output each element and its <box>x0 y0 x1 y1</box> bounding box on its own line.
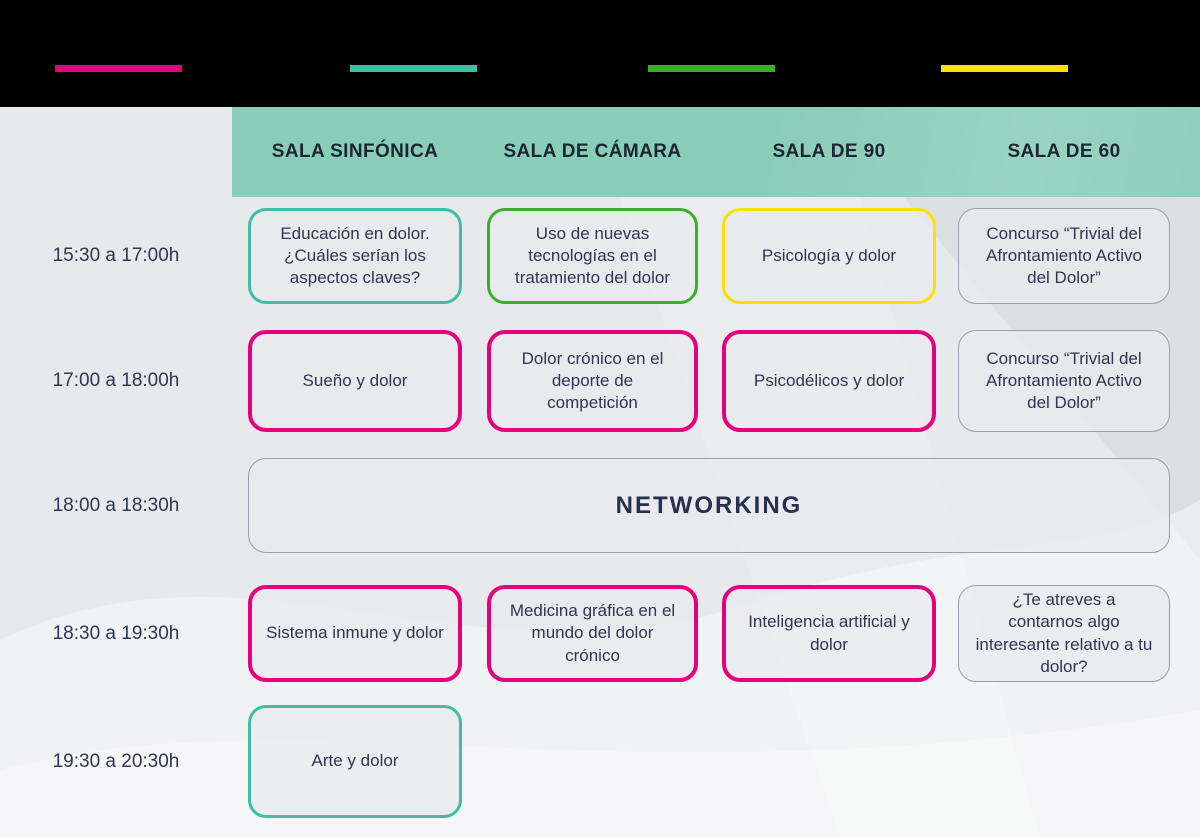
schedule-cell-dolor-cronico-deporte: Dolor crónico en el deporte de competici… <box>487 330 698 432</box>
legend-line-pink <box>55 65 182 72</box>
column-header-sala-de-camara: SALA DE CÁMARA <box>503 141 682 162</box>
time-slot-label: 18:30 a 19:30h <box>52 622 180 644</box>
time-slot-label: 15:30 a 17:00h <box>52 245 180 266</box>
time-slot-label: 18:00 a 18:30h <box>52 494 180 516</box>
schedule-cell-concurso-trivial-2: Concurso “Trivial del Afrontamiento Acti… <box>958 330 1170 432</box>
schedule-cell-te-atreves: ¿Te atreves a contarnos algo interesante… <box>958 585 1170 682</box>
top-black-banner <box>0 0 1200 107</box>
legend-line-teal <box>350 65 477 72</box>
schedule-cell-arte-y-dolor: Arte y dolor <box>248 705 462 818</box>
column-header-sala-de-60: SALA DE 60 <box>1007 141 1121 162</box>
schedule-cell-sueno-y-dolor: Sueño y dolor <box>248 330 462 432</box>
legend-line-yellow <box>941 65 1068 72</box>
schedule-cell-nuevas-tecnologias: Uso de nuevas tecnologías en el tratamie… <box>487 208 698 304</box>
schedule-cell-concurso-trivial-1: Concurso “Trivial del Afrontamiento Acti… <box>958 208 1170 304</box>
time-slot-label: 17:00 a 18:00h <box>52 370 180 391</box>
column-header-sala-sinfonica: SALA SINFÓNICA <box>271 141 439 162</box>
header-band <box>232 107 1200 197</box>
schedule-cell-educacion-en-dolor: Educación en dolor. ¿Cuáles serían los a… <box>248 208 462 304</box>
schedule-cell-inteligencia-artificial: Inteligencia artificial y dolor <box>722 585 936 682</box>
time-slot-label: 19:30 a 20:30h <box>52 750 180 772</box>
schedule-cell-psicologia-y-dolor: Psicología y dolor <box>722 208 936 304</box>
schedule-cell-medicina-grafica: Medicina gráfica en el mundo del dolor c… <box>487 585 698 682</box>
legend-line-green <box>648 65 775 72</box>
schedule-cell-psicodelicos-y-dolor: Psicodélicos y dolor <box>722 330 936 432</box>
schedule-cell-networking: NETWORKING <box>248 458 1170 553</box>
schedule-cell-sistema-inmune: Sistema inmune y dolor <box>248 585 462 682</box>
column-header-sala-de-90: SALA DE 90 <box>772 141 886 162</box>
